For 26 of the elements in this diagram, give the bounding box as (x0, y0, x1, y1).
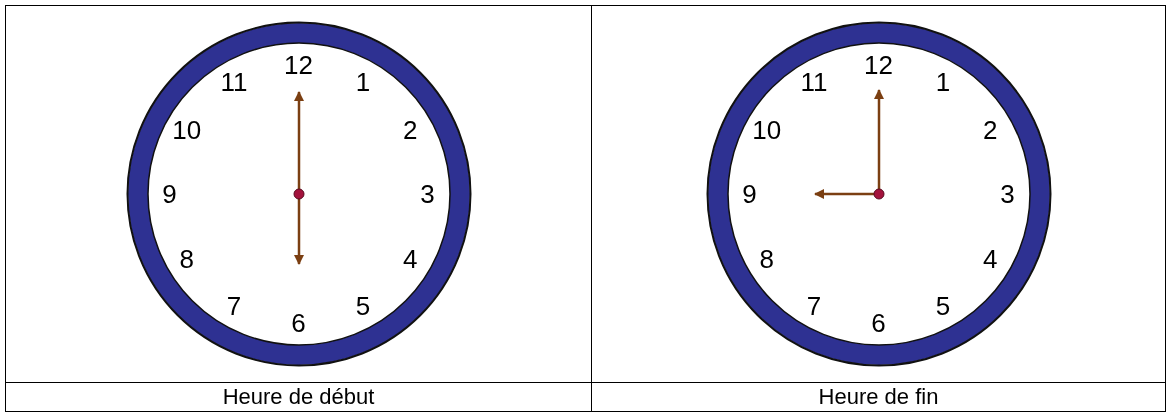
clock-number: 3 (420, 181, 435, 207)
clock-number: 2 (402, 116, 418, 143)
clock-number: 10 (752, 116, 782, 143)
caption: Heure de début (222, 386, 375, 408)
clock-number: 7 (806, 292, 822, 319)
clock-number: 10 (172, 116, 202, 143)
clock-number: 4 (402, 245, 418, 272)
clock-number: 3 (1000, 181, 1015, 207)
clock-number: 7 (226, 292, 242, 319)
caption: Heure de fin (818, 386, 939, 408)
clock-number: 11 (800, 69, 828, 96)
clock-number: 8 (179, 245, 194, 272)
clock-number: 11 (220, 69, 248, 96)
clock-number: 1 (355, 69, 371, 96)
clock-number: 9 (742, 181, 757, 207)
clock-number: 6 (871, 310, 886, 336)
clock-number: 12 (864, 52, 893, 78)
clock-number: 5 (935, 292, 951, 319)
clock-number: 4 (982, 245, 998, 272)
clock-number: 12 (284, 52, 313, 78)
clock-number: 1 (935, 69, 951, 96)
clock-number: 9 (162, 181, 177, 207)
clock-number: 6 (291, 310, 306, 336)
clock-number: 2 (982, 116, 998, 143)
clock-number: 8 (759, 245, 774, 272)
clock-number: 5 (355, 292, 371, 319)
